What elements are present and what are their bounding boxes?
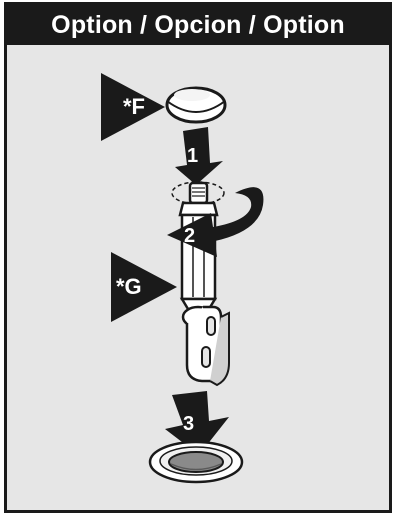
step-1-number: 1 [187, 145, 198, 167]
step-1-arrow: 1 [175, 127, 223, 185]
cap-part [165, 86, 227, 124]
callout-f-label: *F [123, 94, 145, 119]
callout-f-pointer: *F [101, 73, 165, 141]
step-2-arrow: 2 [167, 187, 264, 257]
post-part [178, 181, 230, 387]
drain-flange [148, 440, 244, 484]
step-3-arrow: 3 [165, 391, 229, 455]
illustration-frame: Option / Opcion / Option *F 1 [4, 2, 392, 513]
instruction-panel: *F 1 [7, 45, 389, 510]
callout-g-label: *G [116, 274, 142, 299]
step-3-number: 3 [183, 413, 194, 435]
page-title: Option / Opcion / Option [7, 5, 389, 45]
step-2-number: 2 [184, 225, 195, 247]
callout-g-pointer: *G [111, 252, 177, 322]
assembly-diagram: *F 1 [101, 73, 264, 484]
